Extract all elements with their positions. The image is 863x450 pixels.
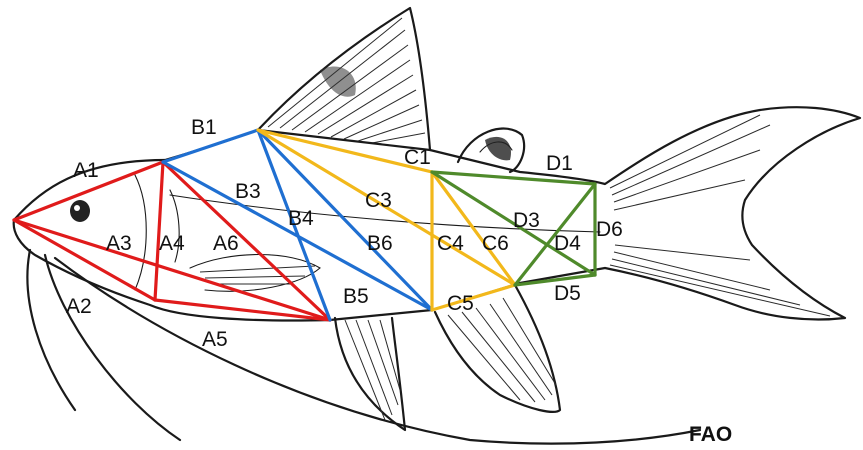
label-D5: D5 — [554, 282, 581, 305]
label-A2: A2 — [66, 295, 92, 318]
label-A6: A6 — [213, 232, 239, 255]
credit-text: FAO — [689, 423, 732, 446]
label-C3: C3 — [365, 189, 392, 212]
label-C6: C6 — [482, 232, 509, 255]
label-D4: D4 — [554, 232, 581, 255]
pelvic-fin — [335, 318, 405, 430]
truss-line-A-3 — [155, 162, 163, 300]
label-A1: A1 — [73, 159, 99, 182]
label-D3: D3 — [513, 209, 540, 232]
label-D1: D1 — [546, 152, 573, 175]
barbels — [27, 250, 700, 444]
label-A3: A3 — [106, 232, 132, 255]
label-A4: A4 — [159, 232, 185, 255]
label-B6: B6 — [367, 232, 393, 255]
eye — [70, 200, 90, 222]
label-B4: B4 — [288, 207, 314, 230]
label-D6: D6 — [596, 218, 623, 241]
label-C1: C1 — [404, 146, 431, 169]
pectoral-fin — [190, 255, 320, 292]
label-B3: B3 — [235, 180, 261, 203]
fish-illustration — [14, 8, 860, 444]
label-B1: B1 — [191, 116, 217, 139]
label-B5: B5 — [343, 285, 369, 308]
truss-line-A-2 — [14, 220, 155, 300]
label-C4: C4 — [437, 232, 464, 255]
label-C5: C5 — [447, 292, 474, 315]
truss-line-A-5 — [155, 300, 330, 320]
label-A5: A5 — [202, 328, 228, 351]
